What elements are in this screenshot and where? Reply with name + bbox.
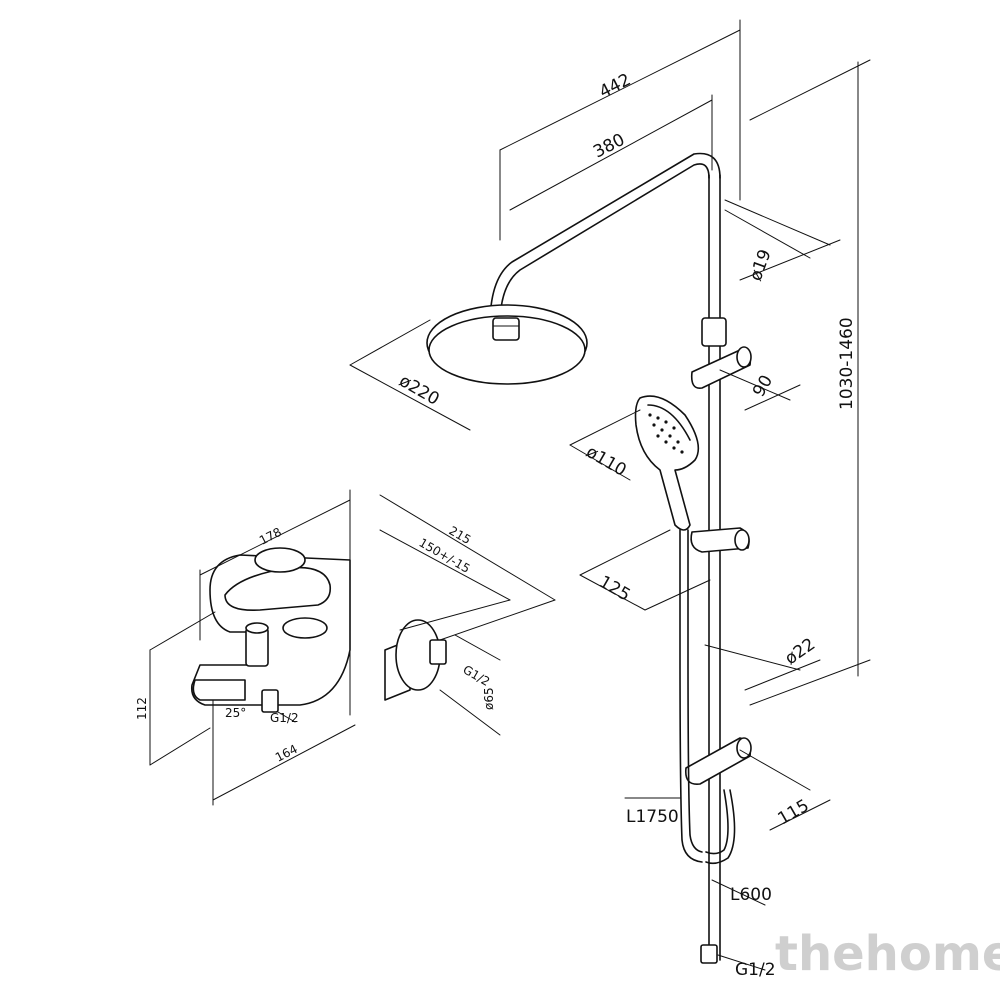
rail-sliders (684, 317, 752, 785)
label-l1750: L1750 (626, 807, 679, 827)
dim-65: ø65 (482, 687, 496, 710)
hand-shower (634, 395, 700, 531)
dim-220: ø220 (396, 371, 443, 410)
label-l600: L600 (730, 885, 772, 905)
mixer-dimensions (149, 489, 556, 806)
dim-178: 178 (257, 525, 284, 548)
dim-90: 90 (749, 372, 777, 401)
shower-rail (489, 152, 721, 961)
shower-dimensions (349, 19, 871, 971)
dim-19: ø19 (746, 247, 776, 284)
bath-mixer (190, 547, 447, 713)
dim-380: 380 (590, 130, 628, 163)
overhead-shower (426, 304, 588, 385)
dim-110: ø110 (583, 442, 630, 481)
label-g12-mixer: G1/2 (461, 662, 493, 688)
label-g12-hose: G1/2 (735, 960, 776, 980)
dim-442: 442 (596, 70, 634, 103)
dim-22: ø22 (781, 634, 819, 669)
label-g12-spout: G1/2 (270, 711, 299, 725)
dim-112: 112 (135, 697, 149, 720)
dim-1030-1460: 1030-1460 (837, 317, 857, 410)
shower-hose (679, 529, 736, 964)
label-angle-25: 25° (225, 706, 246, 720)
dim-115: 115 (775, 796, 813, 830)
watermark-logo: thehome (775, 926, 1000, 982)
